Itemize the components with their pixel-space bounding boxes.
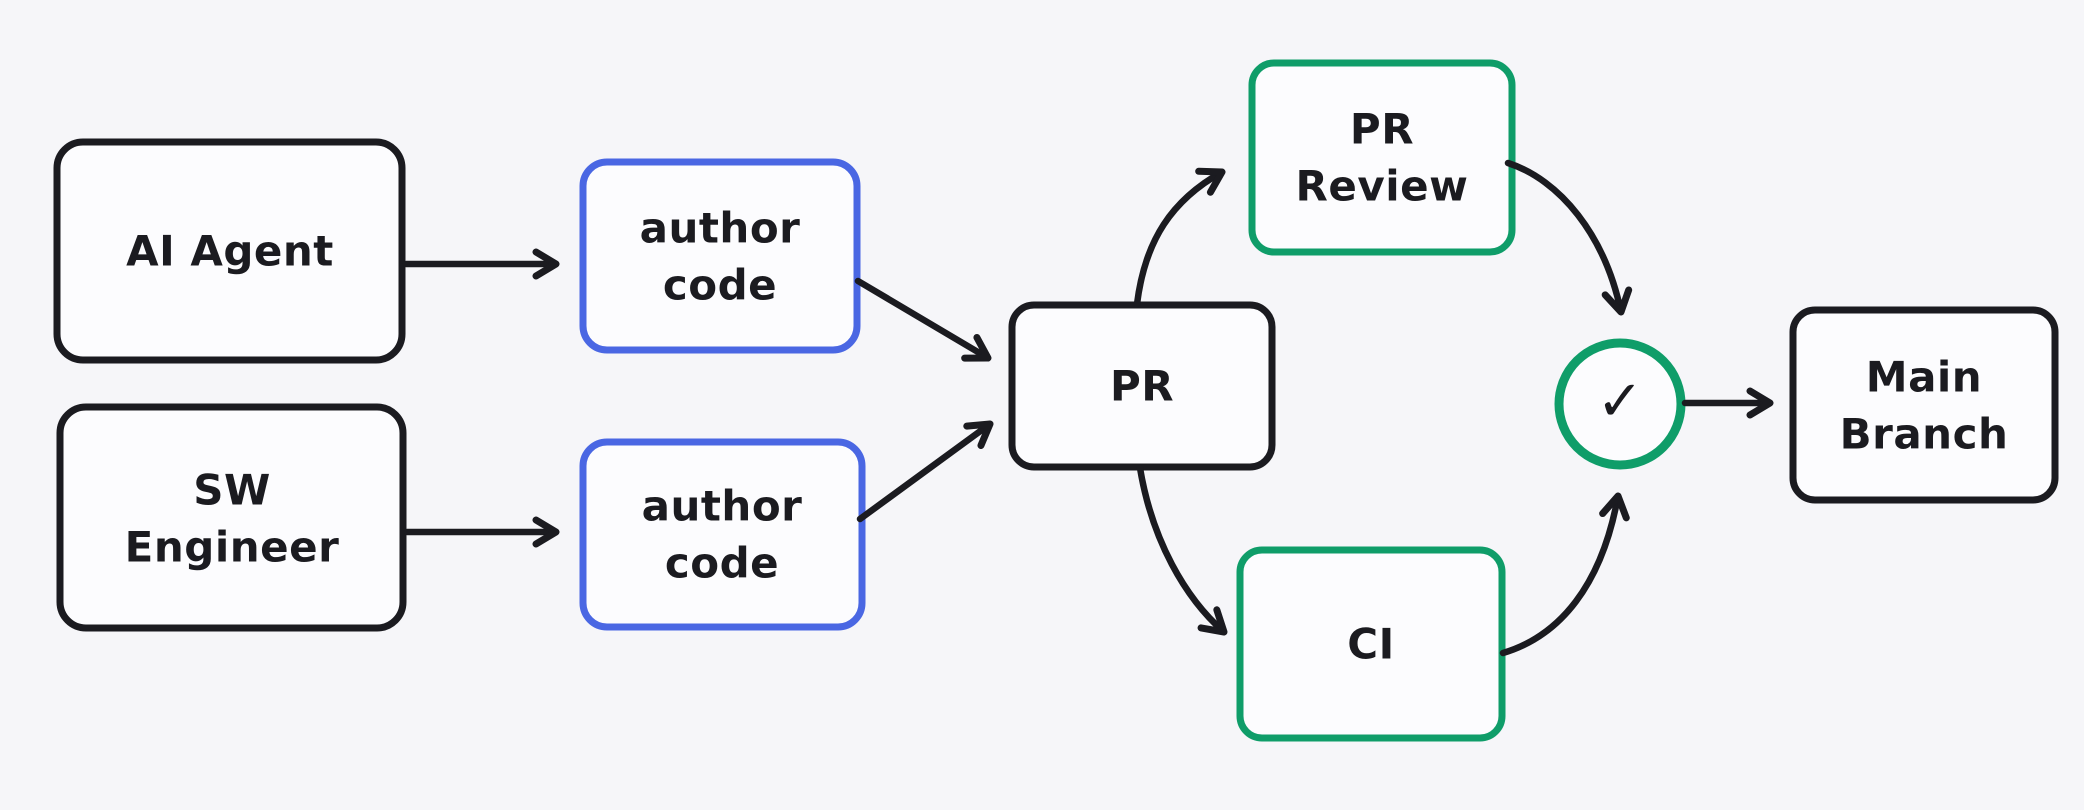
author-code-bottom-box	[579, 438, 866, 631]
ai-agent-box	[53, 138, 406, 364]
arrow-pr-to-ci	[1136, 464, 1228, 636]
sw-engineer-box	[56, 403, 407, 632]
approval-circle	[1554, 338, 1686, 470]
arrow-pr-to-pr-review	[1133, 167, 1226, 308]
ai-agent-label: AI Agent	[126, 226, 334, 276]
sw-engineer-label: SW Engineer	[124, 465, 340, 571]
arrow-pr-review-to-approval	[1504, 159, 1633, 316]
author-code-top-label: author code	[639, 203, 801, 309]
author-code-top-box	[579, 158, 861, 354]
arrow-ci-to-approval	[1499, 492, 1630, 657]
ci-label: CI	[1347, 619, 1395, 669]
arrow-author-code-top-to-pr	[854, 277, 992, 362]
main-branch-label: Main Branch	[1839, 352, 2009, 458]
arrow-author-code-bottom-to-pr	[856, 420, 994, 523]
pr-review-box	[1248, 59, 1516, 256]
ci-box	[1236, 546, 1506, 742]
checkmark-icon: ✓	[1596, 368, 1644, 434]
main-branch-box	[1789, 306, 2059, 504]
pr-label: PR	[1109, 361, 1175, 411]
author-code-bottom-label: author code	[641, 481, 803, 587]
pr-review-label: PR Review	[1295, 104, 1469, 210]
